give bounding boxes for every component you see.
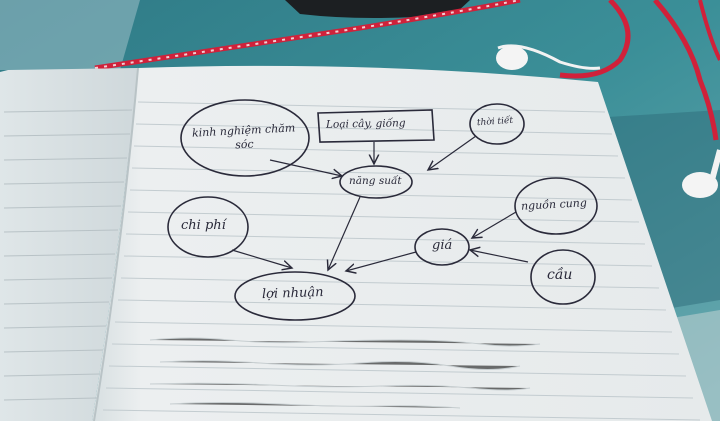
- node-shape-chi-phi: [167, 196, 249, 258]
- node-shape-nguon-cung: [514, 177, 598, 235]
- diagram-shapes: [167, 99, 598, 321]
- node-shape-thoi-tiet: [469, 103, 525, 145]
- arrow-cau-gia: [470, 250, 529, 263]
- left-page-lines: [3, 109, 133, 401]
- node-shape-kinh-nghiem: [180, 99, 310, 177]
- label-cau: cầu: [547, 267, 573, 283]
- earbud-left: [496, 46, 528, 70]
- node-shape-loi-nhuan: [234, 271, 356, 321]
- bleed-through-writing: [149, 337, 541, 409]
- earbud-wire: [497, 44, 601, 70]
- red-cable-loop: [559, 0, 631, 79]
- earbud-right-stem: [709, 149, 720, 181]
- arrow-chi-phi-loi-nhuan: [231, 249, 292, 268]
- label-gia: giá: [432, 238, 453, 253]
- node-shape-cau: [530, 249, 596, 305]
- arrow-gia-loi-nhuan: [346, 251, 417, 271]
- label-loai-cay: Loại cây, giống: [325, 117, 406, 131]
- label-loi-nhuan: lợi nhuận: [261, 284, 324, 303]
- notebook-left-page: [0, 68, 138, 421]
- red-cable-right: [653, 0, 719, 141]
- arrow-nguon-cung-gia: [472, 211, 517, 238]
- notebook-spine: [93, 67, 139, 421]
- label-nguon-cung: nguồn cung: [520, 196, 588, 213]
- red-cable-stripes: [94, 0, 521, 69]
- arrow-thoi-tiet-nang-suat: [428, 135, 477, 170]
- label-chi-phi: chi phí: [181, 218, 226, 233]
- arrow-kinh-nghiem-nang-suat: [269, 159, 342, 176]
- label-nang-suat: năng suất: [349, 175, 402, 187]
- earbud-right: [682, 172, 718, 198]
- dark-object: [285, 0, 470, 18]
- node-shape-loai-cay: [317, 109, 435, 143]
- red-cable-edge: [698, 0, 720, 61]
- node-shape-nang-suat: [339, 165, 413, 199]
- arrow-nang-suat-loi-nhuan: [328, 196, 361, 270]
- background-light-patch: [0, 0, 140, 70]
- diagram-arrows: [231, 135, 529, 271]
